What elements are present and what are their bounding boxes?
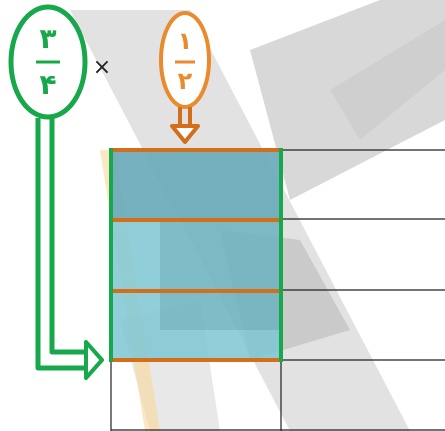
right-arrow-head — [170, 124, 200, 144]
left-arrow-outer — [35, 118, 88, 371]
shaded-region-dark-top — [111, 150, 281, 220]
shaded-region-dark-mid — [160, 220, 281, 330]
watermark-shape-3 — [330, 20, 445, 140]
left-fraction-group: ۳ ۴ — [8, 4, 104, 380]
right-fraction-denominator: ۲ — [178, 67, 193, 95]
left-fraction-denominator: ۴ — [39, 68, 56, 101]
right-fraction-group: ۱ ۲ — [159, 11, 211, 144]
left-arrow-head — [84, 340, 104, 380]
right-fraction-numerator: ۱ — [178, 27, 193, 55]
left-fraction-numerator: ۳ — [39, 22, 56, 55]
left-arrow-inner — [49, 118, 88, 355]
right-fraction-oval — [159, 11, 211, 109]
grid — [109, 148, 445, 431]
multiplication-sign: × — [93, 55, 111, 80]
